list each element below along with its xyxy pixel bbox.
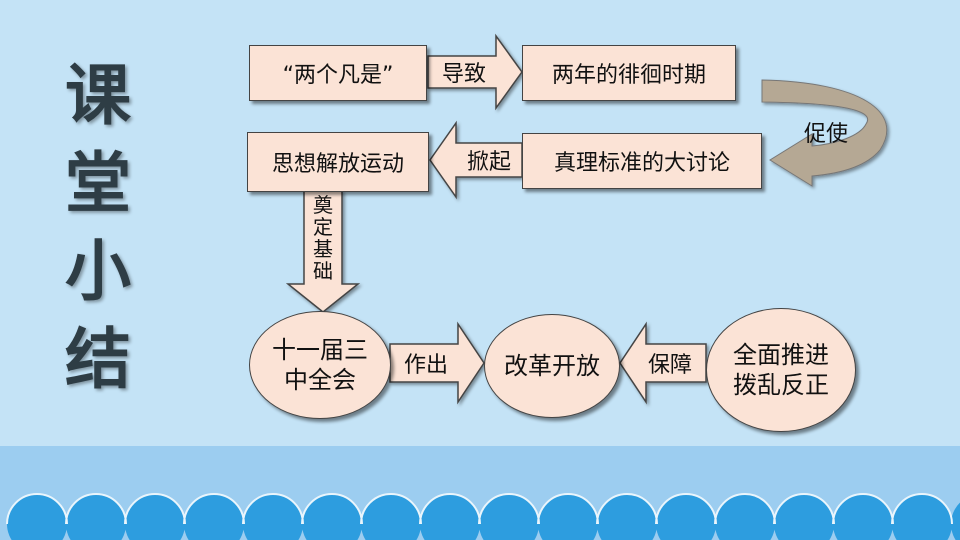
node-third-plenum: 十一届三 中全会 (249, 311, 391, 419)
node-truth-debate: 真理标准的大讨论 (522, 133, 762, 189)
label-make: 作出 (403, 353, 448, 378)
wave-crest-lines (6, 493, 953, 525)
wave-decoration (7, 494, 960, 540)
title-char-4: 结 (65, 321, 131, 398)
node-thought-liberation-label: 思想解放运动 (271, 152, 404, 177)
label-lay-foundation: 奠定基础 (313, 193, 333, 283)
arrow-lay-foundation (285, 190, 361, 313)
node-reform-opening-label: 改革开放 (504, 352, 600, 380)
node-truth-debate-label: 真理标准的大讨论 (553, 151, 730, 176)
node-two-year-wandering-label: 两年的徘徊时期 (551, 63, 706, 88)
node-two-year-wandering: 两年的徘徊时期 (522, 45, 736, 101)
node-two-whatevers-label: “两个凡是” (282, 63, 394, 88)
node-reform-opening: 改革开放 (484, 314, 620, 418)
node-bring-order-line2: 拨乱反正 (733, 371, 829, 399)
label-promote: 促使 (803, 122, 848, 147)
arrow-promote-curve (761, 79, 888, 187)
node-two-whatevers: “两个凡是” (249, 45, 427, 101)
arrow-guarantee (619, 321, 707, 405)
node-bring-order-line1: 全面推进 (733, 341, 829, 369)
node-third-plenum-line2: 中全会 (284, 366, 356, 394)
label-guarantee: 保障 (647, 353, 692, 378)
label-set-off: 掀起 (466, 150, 511, 175)
title-char-2: 堂 (65, 145, 131, 222)
title-char-1: 课 (65, 57, 131, 134)
label-lead-to: 导致 (441, 62, 486, 87)
node-bring-order: 全面推进 拨乱反正 (706, 308, 856, 432)
arrow-make (389, 321, 485, 405)
node-thought-liberation: 思想解放运动 (247, 132, 429, 192)
page-title: 课 堂 小 结 (56, 52, 140, 404)
node-third-plenum-line1: 十一届三 (272, 336, 368, 364)
title-char-3: 小 (65, 233, 131, 310)
arrow-set-off (429, 120, 523, 200)
arrow-lead-to (427, 33, 523, 111)
